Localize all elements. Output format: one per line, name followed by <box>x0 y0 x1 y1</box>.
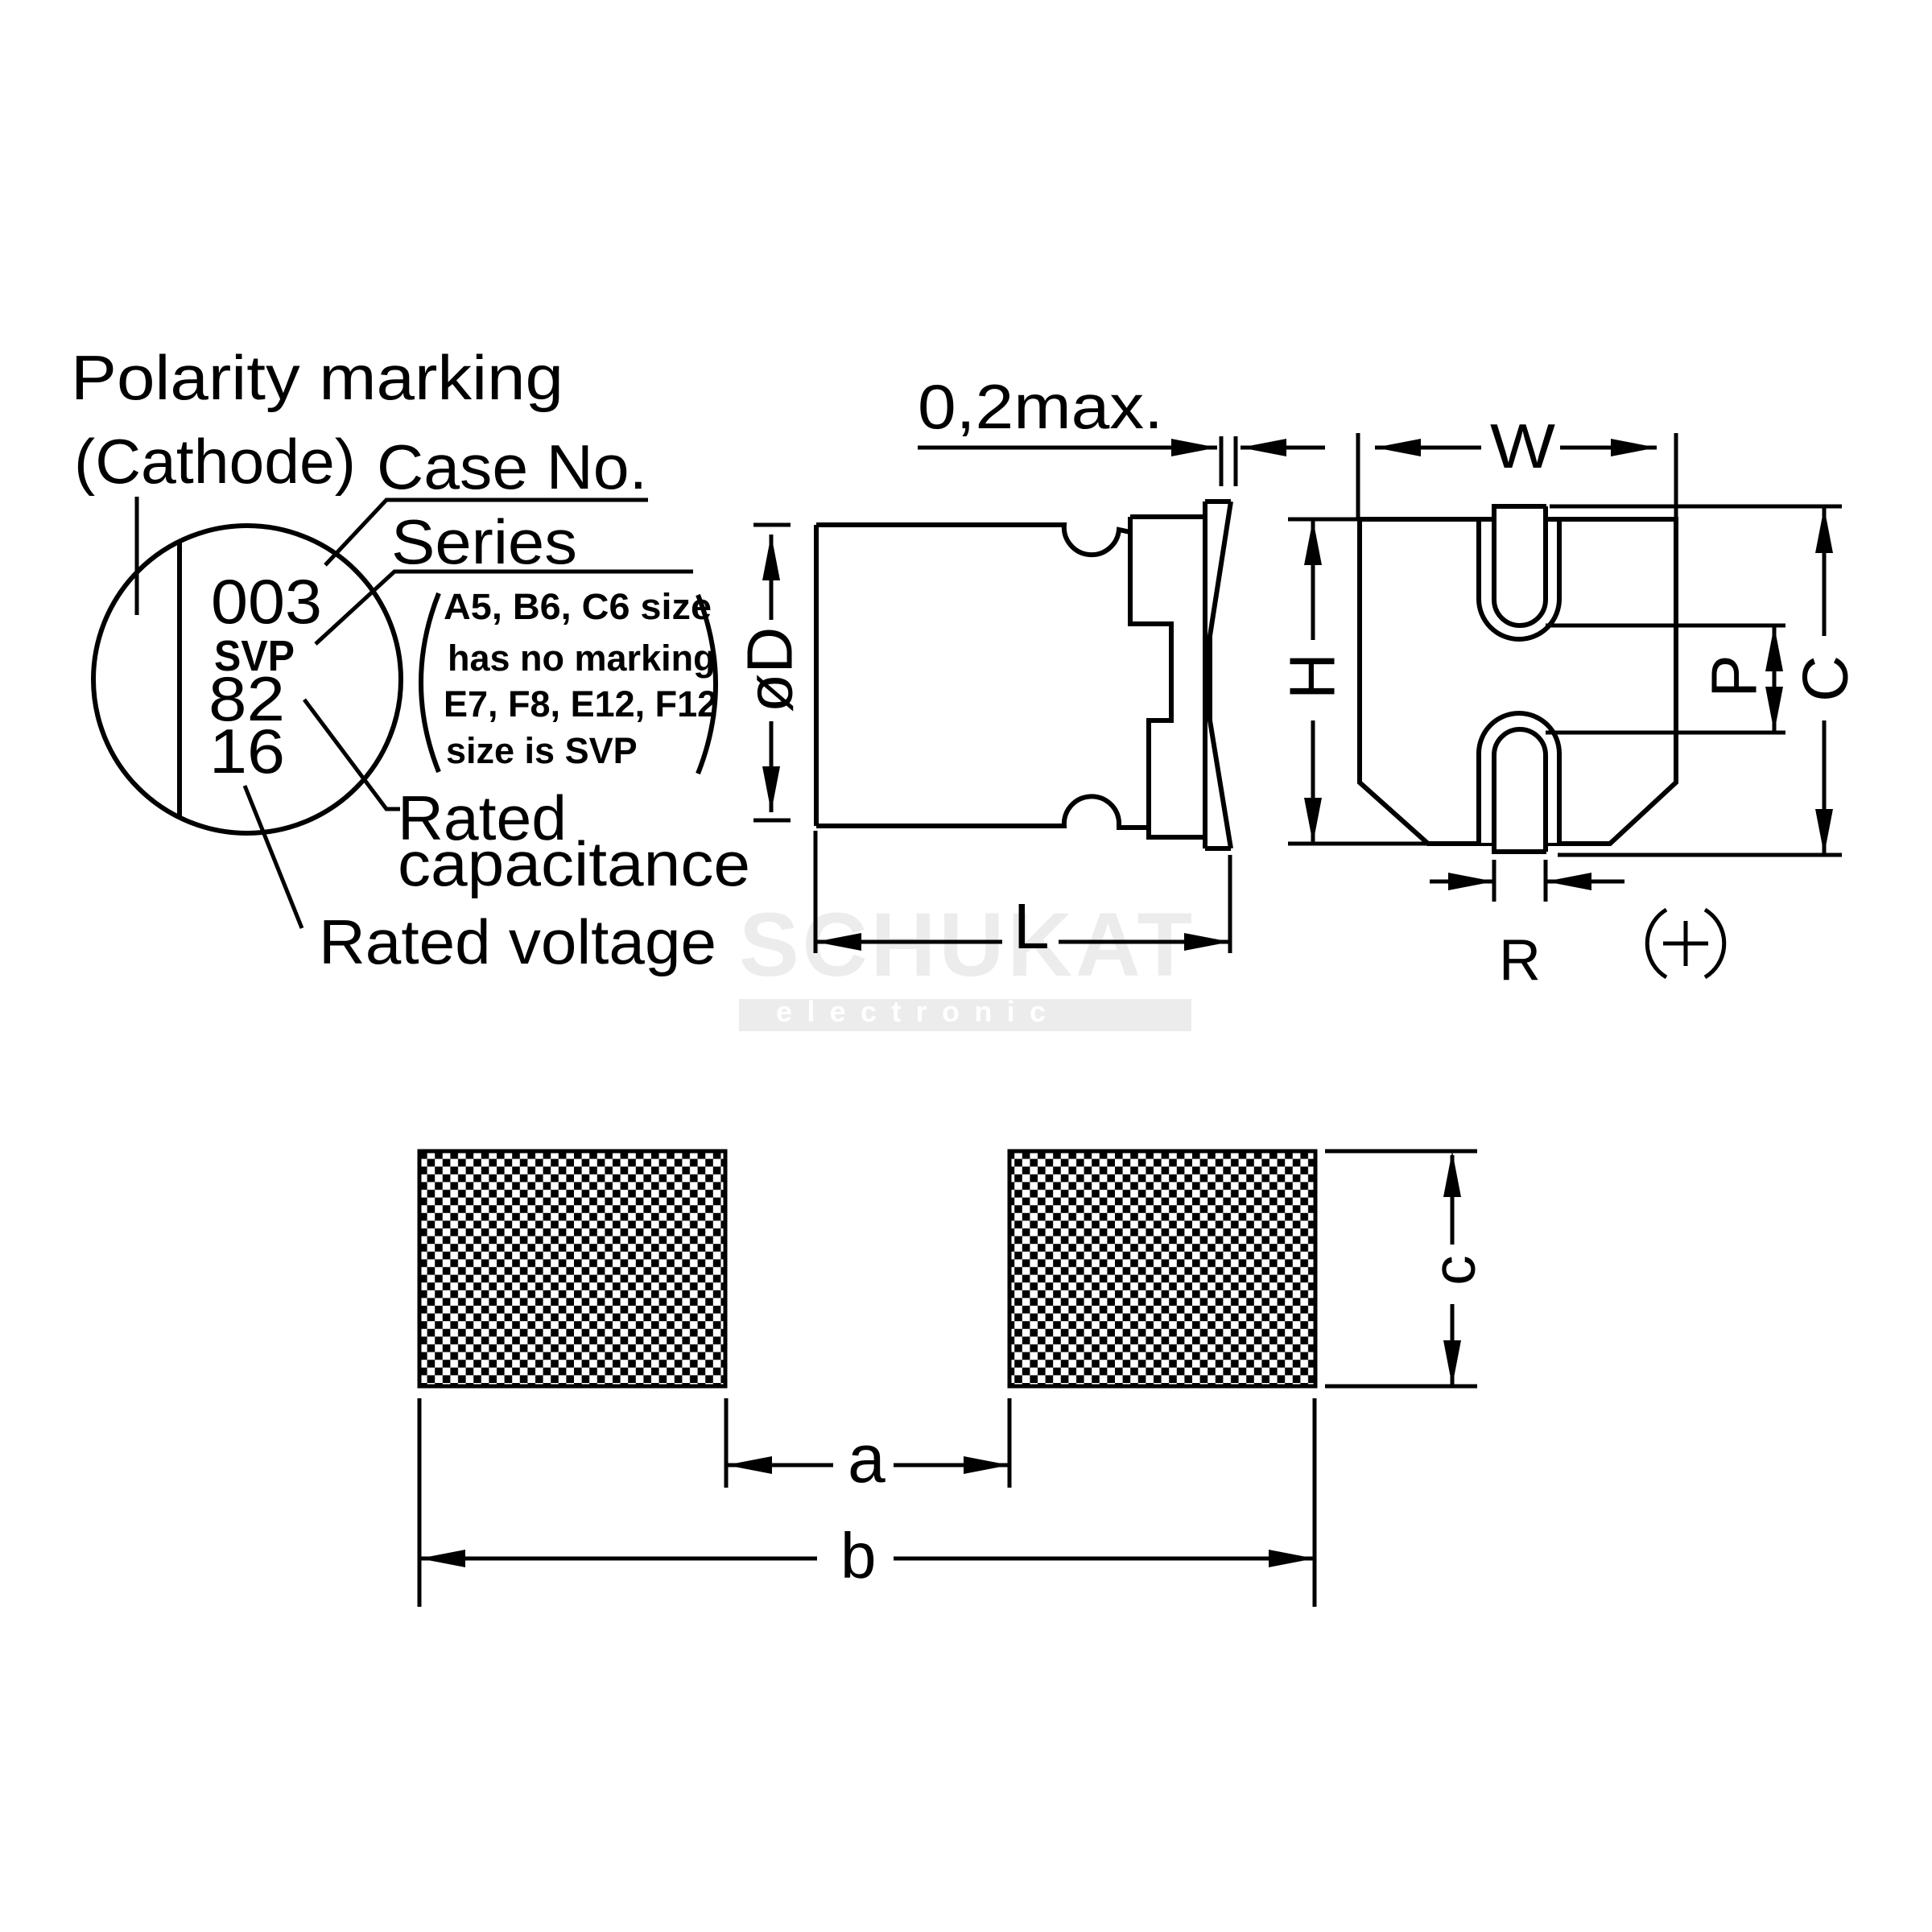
svg-text:Case No.: Case No. <box>377 431 647 502</box>
svg-text:L: L <box>1013 890 1050 962</box>
svg-text:Rated voltage: Rated voltage <box>319 906 716 977</box>
svg-text:c: c <box>1420 1255 1488 1286</box>
svg-text:H: H <box>1277 653 1348 700</box>
svg-text:A5, B6, C6 size: A5, B6, C6 size <box>444 586 712 627</box>
svg-text:W: W <box>1490 411 1555 481</box>
svg-text:Rated: Rated <box>398 782 567 853</box>
svg-text:b: b <box>840 1520 877 1591</box>
svg-text:has no marking: has no marking <box>448 638 716 679</box>
svg-text:16: 16 <box>209 716 285 786</box>
svg-text:øD: øD <box>734 627 806 713</box>
svg-text:capacitance: capacitance <box>398 828 750 899</box>
svg-text:size is SVP: size is SVP <box>446 730 638 771</box>
svg-text:R: R <box>1499 928 1541 993</box>
svg-text:a: a <box>848 1421 886 1496</box>
svg-text:SVP: SVP <box>214 632 295 680</box>
svg-text:003: 003 <box>211 566 322 637</box>
svg-text:E7, F8, E12, F12: E7, F8, E12, F12 <box>444 683 717 724</box>
svg-text:(Cathode): (Cathode) <box>74 426 356 497</box>
svg-text:0,2max.: 0,2max. <box>918 371 1163 442</box>
svg-text:82: 82 <box>208 663 285 734</box>
svg-text:Series: Series <box>391 506 577 577</box>
svg-text:Polarity marking: Polarity marking <box>71 342 564 413</box>
svg-text:SCHUKAT: SCHUKAT <box>739 894 1192 995</box>
svg-text:P: P <box>1699 654 1770 697</box>
svg-text:C: C <box>1790 655 1861 702</box>
